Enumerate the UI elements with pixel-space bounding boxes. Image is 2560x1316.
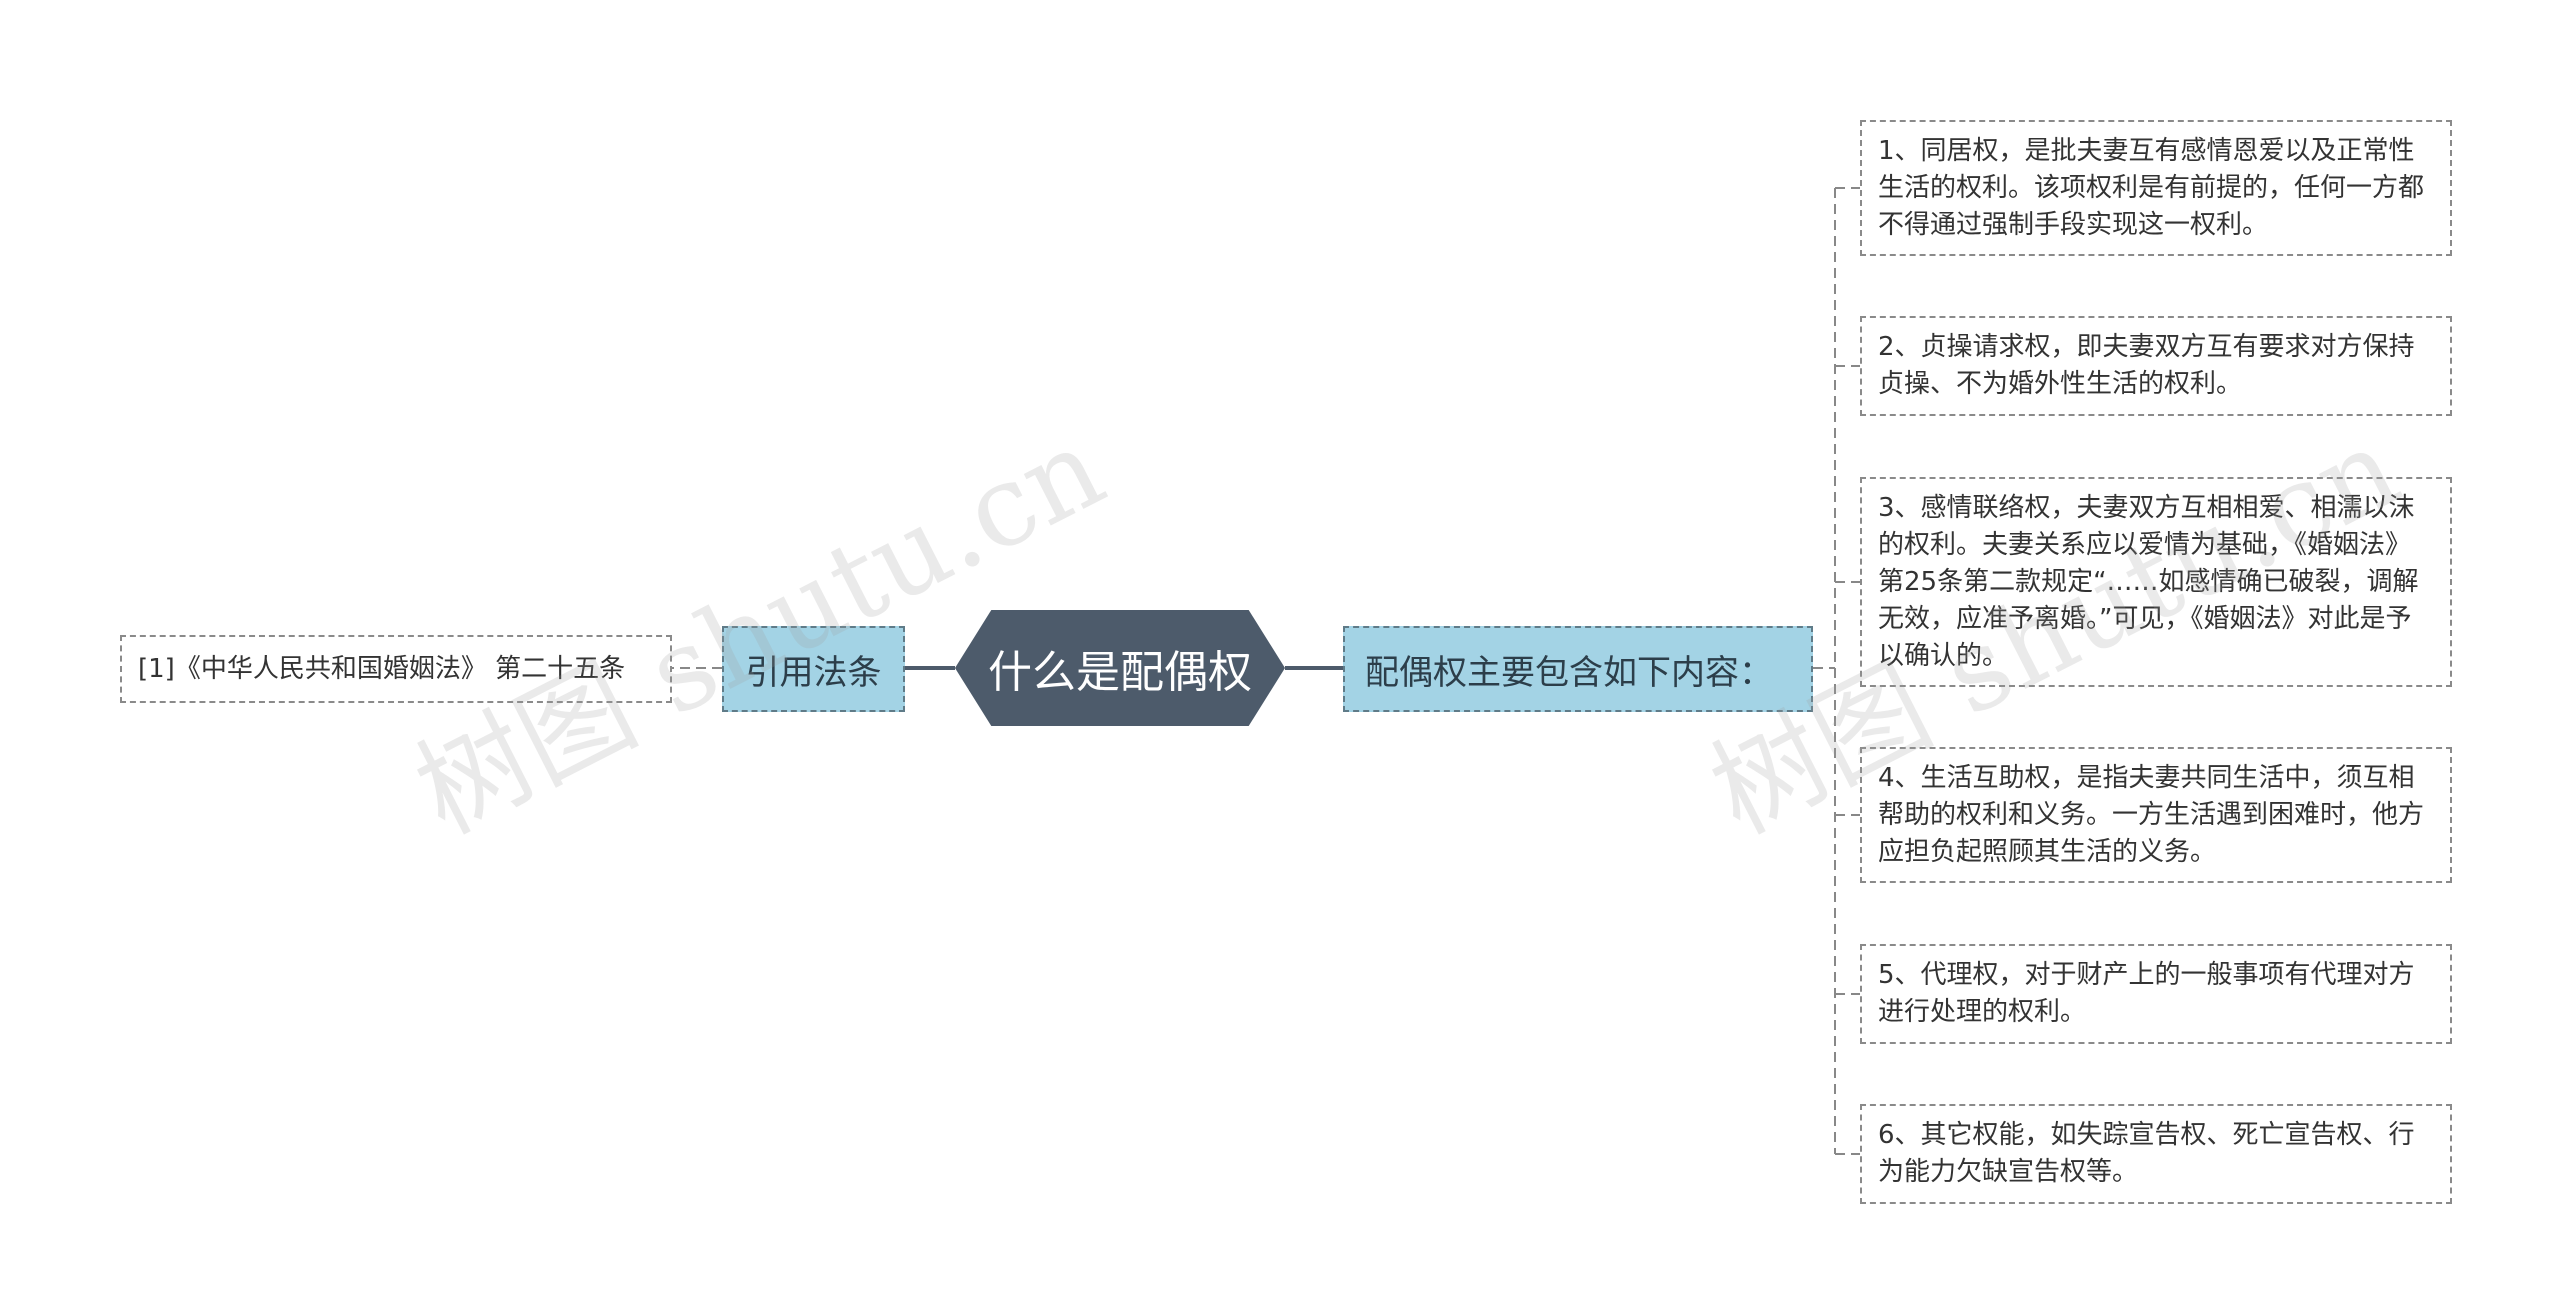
cited-law-branch-label: 引用法条 bbox=[745, 652, 882, 693]
right-item-node-4[interactable]: 4、生活互助权，是指夫妻共同生活中，须互相帮助的权利和义务。一方生活遇到困难时，… bbox=[1860, 747, 2452, 883]
spousal-rights-branch-label: 配偶权主要包含如下内容： bbox=[1365, 652, 1773, 693]
right-item-text-3: 3、感情联络权，夫妻双方互相相爱、相濡以沫的权利。夫妻关系应以爱情为基础，《婚姻… bbox=[1878, 492, 2419, 671]
law-reference-node[interactable]: [1]《中华人民共和国婚姻法》 第二十五条 bbox=[120, 635, 672, 703]
spousal-rights-branch-node[interactable]: 配偶权主要包含如下内容： bbox=[1343, 626, 1813, 712]
central-topic-node[interactable]: 什么是配偶权 bbox=[955, 610, 1285, 726]
right-item-text-4: 4、生活互助权，是指夫妻共同生活中，须互相帮助的权利和义务。一方生活遇到困难时，… bbox=[1878, 762, 2425, 867]
right-item-node-5[interactable]: 5、代理权，对于财产上的一般事项有代理对方进行处理的权利。 bbox=[1860, 944, 2452, 1044]
right-item-text-2: 2、贞操请求权，即夫妻双方互有要求对方保持贞操、不为婚外性生活的权利。 bbox=[1878, 332, 2415, 399]
right-item-node-3[interactable]: 3、感情联络权，夫妻双方互相相爱、相濡以沫的权利。夫妻关系应以爱情为基础，《婚姻… bbox=[1860, 477, 2452, 687]
right-item-node-2[interactable]: 2、贞操请求权，即夫妻双方互有要求对方保持贞操、不为婚外性生活的权利。 bbox=[1860, 316, 2452, 416]
right-item-text-1: 1、同居权，是批夫妻互有感情恩爱以及正常性生活的权利。该项权利是有前提的，任何一… bbox=[1878, 135, 2425, 240]
central-topic-label: 什么是配偶权 bbox=[988, 647, 1252, 698]
right-item-node-6[interactable]: 6、其它权能，如失踪宣告权、死亡宣告权、行为能力欠缺宣告权等。 bbox=[1860, 1104, 2452, 1204]
right-item-text-6: 6、其它权能，如失踪宣告权、死亡宣告权、行为能力欠缺宣告权等。 bbox=[1878, 1120, 2415, 1187]
right-item-text-5: 5、代理权，对于财产上的一般事项有代理对方进行处理的权利。 bbox=[1878, 960, 2415, 1027]
law-reference-text: [1]《中华人民共和国婚姻法》 第二十五条 bbox=[138, 653, 626, 684]
right-item-node-1[interactable]: 1、同居权，是批夫妻互有感情恩爱以及正常性生活的权利。该项权利是有前提的，任何一… bbox=[1860, 120, 2452, 256]
cited-law-branch-node[interactable]: 引用法条 bbox=[722, 626, 905, 712]
